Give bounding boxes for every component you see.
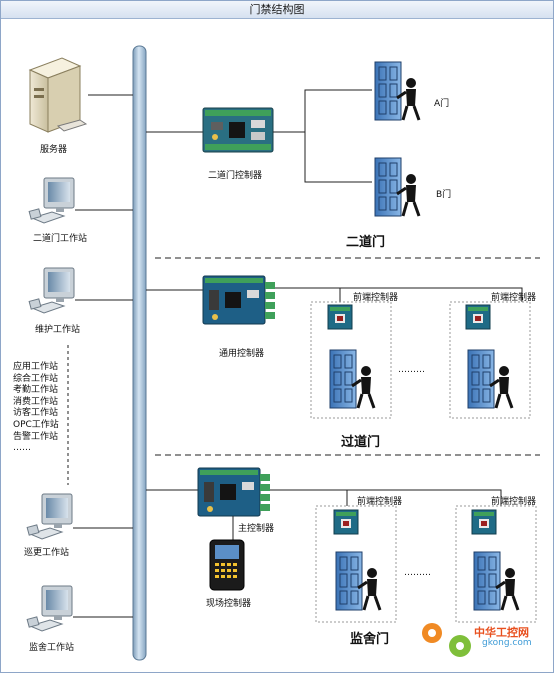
door-icon bbox=[472, 550, 520, 612]
door-icon bbox=[466, 348, 514, 410]
network-bus bbox=[132, 45, 147, 661]
door-icon bbox=[334, 550, 382, 612]
front-controller-icon bbox=[333, 509, 359, 535]
watermark-logo-icon bbox=[422, 623, 471, 657]
workstation-list-item: 综合工作站 bbox=[13, 373, 59, 384]
workstation-icon bbox=[28, 177, 75, 224]
general-controller-label: 通用控制器 bbox=[219, 349, 265, 359]
watermark-url: gkong.com bbox=[482, 638, 532, 648]
workstation-list-item: 告警工作站 bbox=[13, 431, 59, 442]
door-b-label: B门 bbox=[436, 190, 452, 200]
workstation-list-item: 消费工作站 bbox=[13, 396, 59, 407]
workstation-list-item: …… bbox=[13, 443, 31, 454]
ws-maintenance-label: 维护工作站 bbox=[35, 325, 81, 335]
second-door-controller-label: 二道门控制器 bbox=[208, 171, 263, 181]
front-controller-icon bbox=[465, 304, 491, 330]
server-icon bbox=[28, 57, 88, 133]
front-controller-label: 前端控制器 bbox=[353, 293, 399, 303]
front-controller-label: 前端控制器 bbox=[491, 293, 537, 303]
workstation-icon bbox=[26, 585, 73, 632]
section-cell-door-title: 监舍门 bbox=[350, 632, 390, 647]
workstation-list-item: 应用工作站 bbox=[13, 362, 59, 372]
front-controller-label: 前端控制器 bbox=[491, 497, 537, 507]
ellipsis-label: ……… bbox=[398, 365, 425, 375]
section-second-door-title: 二道门 bbox=[346, 235, 386, 250]
workstation-list-item: OPC工作站 bbox=[13, 419, 59, 430]
controller-board-icon bbox=[202, 107, 274, 153]
door-b-icon bbox=[373, 156, 421, 218]
workstation-icon bbox=[28, 267, 75, 314]
diagram-title: 门禁结构图 bbox=[1, 1, 553, 19]
workstation-list-item: 访客工作站 bbox=[13, 408, 59, 419]
door-icon bbox=[328, 348, 376, 410]
front-controller-label: 前端控制器 bbox=[357, 497, 403, 507]
ellipsis-label: ……… bbox=[404, 568, 431, 578]
field-controller-icon bbox=[209, 539, 245, 591]
ws-second-door-label: 二道门工作站 bbox=[33, 234, 88, 244]
ws-monitor-label: 监舍工作站 bbox=[29, 643, 75, 653]
server-label: 服务器 bbox=[40, 145, 68, 155]
door-a-label: A门 bbox=[434, 99, 450, 109]
main-controller-board-icon bbox=[197, 467, 271, 517]
workstation-icon bbox=[26, 493, 73, 540]
field-controller-label: 现场控制器 bbox=[206, 599, 252, 609]
workstation-list: 应用工作站 综合工作站 考勤工作站 消费工作站 访客工作站 OPC工作站 告警工… bbox=[13, 362, 59, 455]
door-a-icon bbox=[373, 60, 421, 122]
controller-board-icon bbox=[202, 275, 276, 325]
workstation-list-item: 考勤工作站 bbox=[13, 385, 59, 396]
watermark-text: 中华工控网 bbox=[474, 626, 529, 639]
main-controller-label: 主控制器 bbox=[238, 524, 275, 534]
front-controller-icon bbox=[327, 304, 353, 330]
ws-patrol-label: 巡更工作站 bbox=[24, 548, 70, 558]
front-controller-icon bbox=[471, 509, 497, 535]
section-corridor-door-title: 过道门 bbox=[341, 435, 381, 450]
